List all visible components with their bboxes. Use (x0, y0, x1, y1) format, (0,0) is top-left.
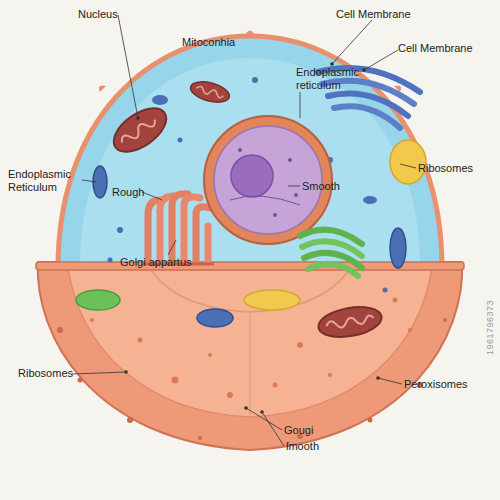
granule (172, 377, 179, 384)
ribosome-dot (108, 258, 113, 263)
watermark-id: 1961796373 (484, 300, 497, 355)
mitochondrion (188, 78, 231, 106)
part-label: Golgi appartus (120, 256, 192, 269)
chromatin (230, 196, 300, 205)
part-label: ſmooth (286, 440, 319, 453)
part-label: Endoplasmic reticulum (296, 66, 368, 92)
leader-dot (124, 370, 128, 374)
leader-line (72, 372, 126, 374)
leader-dot (136, 116, 140, 120)
vesicle (390, 228, 406, 268)
part-label: Mitoconhia (182, 36, 235, 49)
granule (393, 298, 398, 303)
cristae (119, 116, 157, 146)
leader-line (300, 92, 301, 118)
leader-line (332, 20, 372, 64)
granule (227, 392, 233, 398)
chromatin (273, 213, 277, 217)
smooth-er (334, 106, 400, 128)
golgi-apparatus (308, 264, 358, 276)
granule (443, 318, 447, 322)
granule (208, 353, 212, 357)
mitochondrion (316, 303, 384, 342)
part-label: Cell Membrane (336, 8, 411, 21)
granule (138, 338, 143, 343)
membrane-bump (99, 86, 106, 92)
ribosome-dot (117, 227, 123, 233)
leader-line (364, 50, 398, 70)
cell-membrane (58, 36, 442, 268)
leader-line (118, 15, 138, 118)
ribosome-dot (383, 288, 388, 293)
part-label: Endoplasmic Reticulum (8, 168, 82, 194)
leader-line (142, 192, 162, 200)
mitochondrion (106, 100, 174, 161)
part-label: Cell Membrane (398, 42, 473, 55)
leader-dot (330, 62, 334, 66)
granule (328, 373, 332, 377)
granule (78, 378, 83, 383)
leader-line (400, 164, 416, 168)
rough-er (196, 207, 210, 262)
part-label: Ribosomes (418, 162, 473, 175)
leader-line (262, 412, 284, 446)
granule (273, 383, 278, 388)
granule (297, 342, 303, 348)
cristae (196, 85, 225, 98)
granule (198, 436, 202, 440)
leader-dot (376, 376, 380, 380)
leader-lines (72, 15, 416, 446)
vesicle (152, 95, 168, 105)
cytoplasm (80, 58, 420, 266)
granule (57, 327, 63, 333)
leader-line (168, 240, 176, 255)
leader-line (82, 180, 96, 182)
ribosome-dot (252, 77, 258, 83)
leader-dot (260, 410, 264, 414)
cut-fold (150, 268, 350, 312)
part-label: Peroxisomes (404, 378, 468, 391)
leader-dot (244, 406, 248, 410)
vesicle (197, 309, 233, 327)
lysosome (244, 290, 300, 310)
vesicle (363, 196, 377, 204)
cut-surface (68, 268, 432, 417)
cut-fold (249, 312, 250, 417)
cell-body (38, 262, 462, 450)
leader-dot (362, 68, 366, 72)
chromatin (238, 148, 242, 152)
leader-line (378, 378, 402, 384)
part-label: Nucleus (78, 8, 118, 21)
part-label: Smooth (302, 180, 340, 193)
cristae (326, 314, 375, 330)
granule (127, 417, 133, 423)
chromatin (294, 193, 298, 197)
granule (368, 418, 373, 423)
part-label: Rough (112, 186, 144, 199)
part-label: Gougi (284, 424, 313, 437)
leader-dots (124, 62, 380, 414)
leader-line (246, 408, 282, 430)
rough-er (205, 226, 212, 262)
nucleolus (231, 155, 273, 197)
membrane-bump (244, 31, 256, 38)
granule (408, 328, 412, 332)
leader-line (288, 186, 300, 187)
chromatin (288, 158, 292, 162)
granule (90, 318, 94, 322)
part-label: Ribosomes (18, 367, 73, 380)
ribosome-dot (178, 138, 183, 143)
vesicle (76, 290, 120, 310)
